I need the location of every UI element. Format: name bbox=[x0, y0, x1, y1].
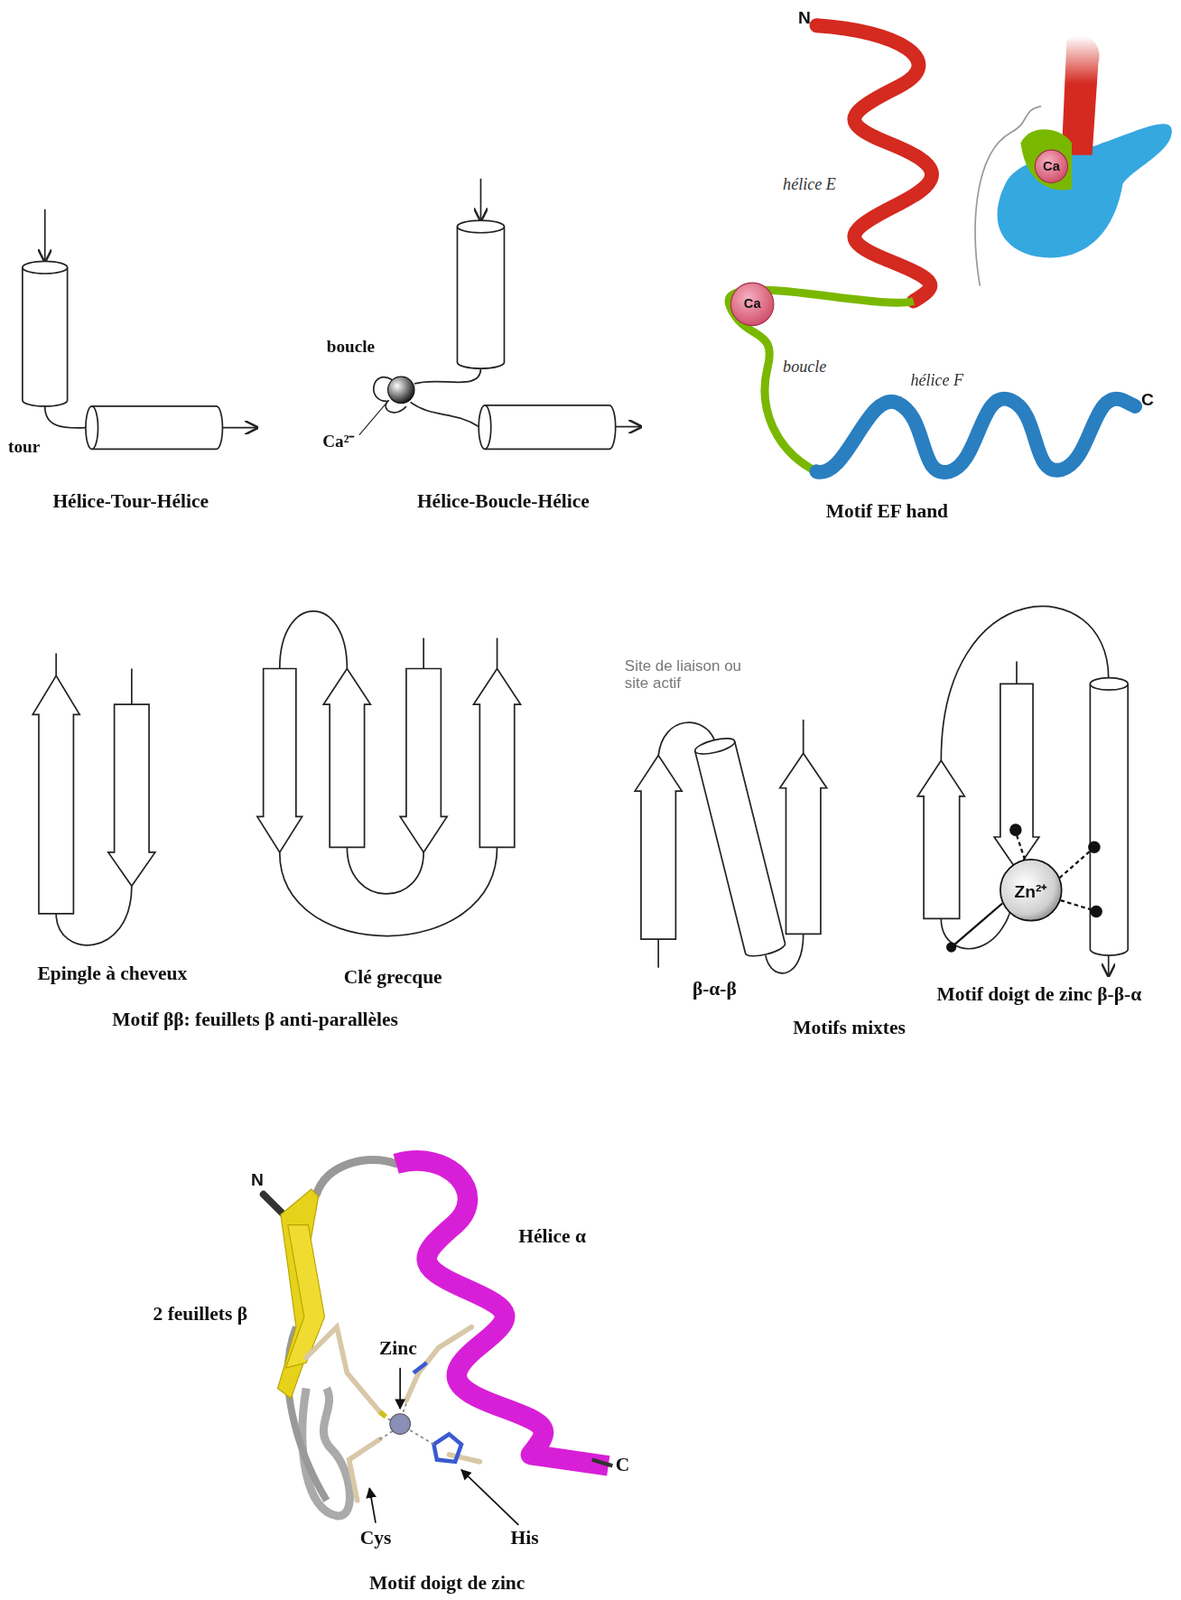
helix-label: hélice E bbox=[781, 175, 838, 194]
motif-caption: Motif doigt de zinc bbox=[369, 1571, 525, 1595]
terminus-label: N bbox=[251, 1170, 264, 1191]
ion-label: Ca bbox=[1042, 158, 1061, 174]
residue-label: Cys bbox=[360, 1526, 392, 1550]
ion-label: Zn²⁺ bbox=[1013, 878, 1048, 903]
motif-caption: Epingle à cheveux bbox=[37, 962, 187, 986]
terminus-label: C bbox=[615, 1453, 631, 1477]
motif-caption: β-α-β bbox=[692, 977, 737, 1001]
motif-caption: Motif EF hand bbox=[826, 500, 949, 523]
strand-label: 2 feuillets β bbox=[153, 1302, 248, 1326]
ion-label: Ca²⁻ bbox=[322, 428, 355, 453]
motif-caption: Clé grecque bbox=[344, 965, 443, 988]
helix-label: hélice F bbox=[908, 371, 966, 391]
terminus-label: C bbox=[1141, 390, 1154, 411]
helix-label: Hélice α bbox=[518, 1225, 586, 1248]
motif-caption: Hélice-Boucle-Hélice bbox=[417, 490, 590, 513]
turn-label: tour bbox=[8, 437, 40, 458]
motif-caption: Hélice-Tour-Hélice bbox=[52, 490, 209, 513]
group-caption: Motifs mixtes bbox=[792, 1016, 906, 1040]
terminus-label: N bbox=[798, 8, 811, 29]
group-caption: Motif ββ: feuillets β anti-parallèles bbox=[111, 1008, 399, 1032]
loop-label: boucle bbox=[326, 336, 375, 358]
site-note: Site de liaison ou site actif bbox=[624, 656, 763, 691]
loop-label: boucle bbox=[781, 357, 829, 376]
residue-label: His bbox=[511, 1526, 540, 1550]
motif-caption: Motif doigt de zinc β-β-α bbox=[936, 983, 1142, 1006]
ion-label: Zinc bbox=[379, 1337, 418, 1360]
ion-label: Ca bbox=[743, 296, 762, 312]
